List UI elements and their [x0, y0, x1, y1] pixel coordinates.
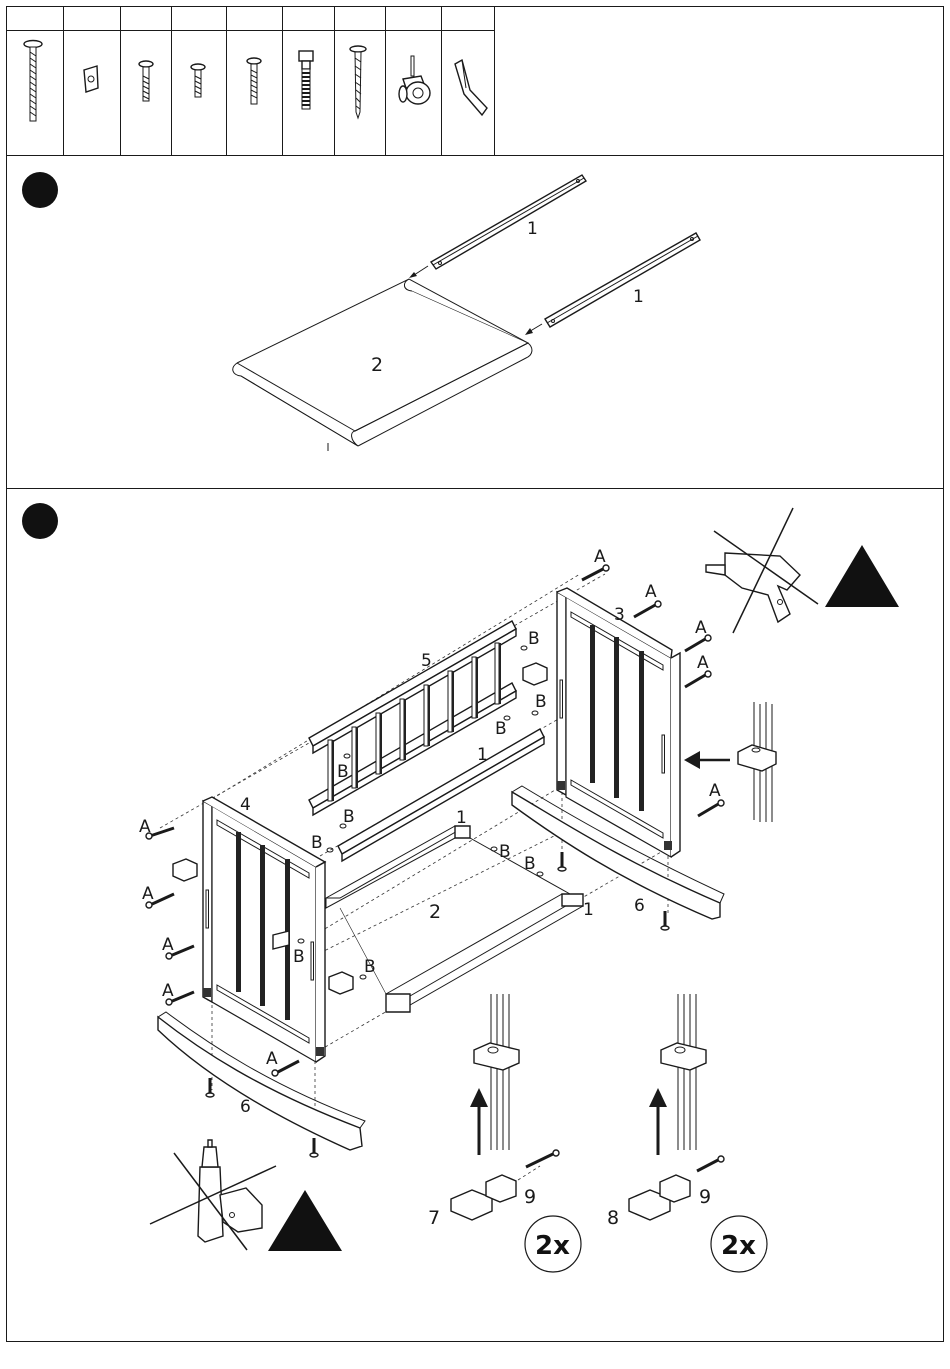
quantity-right-text: 2x: [721, 1231, 756, 1261]
quantity-left-text: 2x: [535, 1231, 570, 1261]
bolt-icon: [247, 58, 261, 104]
label-a-1: A: [594, 547, 606, 567]
medium-bolt-icon: [139, 61, 153, 101]
stopper-right-label: 8: [607, 1207, 619, 1229]
base-label: 2: [429, 901, 441, 923]
end-panel-left-label: 4: [240, 795, 251, 815]
top-rail-panel: [309, 621, 516, 815]
end-panel-right: [557, 588, 680, 857]
stopper-detail-left: [451, 994, 559, 1220]
rail-bottom: [525, 233, 700, 335]
lower-rail-label: 1: [477, 745, 488, 765]
rail-bottom-label: 1: [633, 287, 644, 307]
label-a-9: A: [162, 981, 174, 1001]
screw-label-right: 9: [699, 1186, 711, 1208]
end-panel-right-label: 3: [614, 605, 625, 625]
warning-triangle-icon-bottom: [268, 1190, 342, 1251]
label-a-8: A: [162, 935, 174, 955]
allen-key-icon: [455, 60, 487, 115]
long-bolt-icon: [24, 41, 42, 122]
label-a-6: A: [139, 817, 151, 837]
step-1-badge: [22, 172, 58, 208]
label-b-9: B: [293, 947, 305, 967]
parts-table: [6, 6, 495, 155]
base-board-label: 2: [371, 354, 383, 376]
base-rail-label-2: 1: [583, 900, 594, 920]
label-a-5: A: [709, 781, 721, 801]
wing-bolt-icon: [299, 51, 313, 109]
no-power-drill-icon: [706, 508, 818, 633]
no-glue-icon: [150, 1140, 276, 1250]
barrel-nut-icon: [84, 66, 98, 92]
base-assembly: [326, 826, 583, 1012]
warning-triangle-icon: [825, 545, 899, 607]
label-b-4: B: [337, 762, 349, 782]
label-b-2: B: [535, 692, 547, 712]
short-bolt-icon: [191, 64, 205, 97]
long-screw-icon: [350, 46, 366, 118]
stopper-left-label: 7: [428, 1207, 440, 1229]
label-b-10: B: [364, 957, 376, 977]
rocker-right-label: 6: [634, 896, 645, 916]
bracket-detail-right: [684, 702, 776, 822]
label-a-2: A: [645, 582, 657, 602]
label-b-7: B: [499, 842, 511, 862]
label-b-5: B: [343, 807, 355, 827]
step-2-badge: [22, 503, 58, 539]
label-b-8: B: [524, 854, 536, 874]
top-rail-label: 5: [421, 651, 432, 671]
label-a-10: A: [266, 1049, 278, 1069]
label-a-3: A: [695, 618, 707, 638]
base-rail-label-1: 1: [456, 808, 467, 828]
end-panel-left: [203, 797, 325, 1062]
screw-label-left: 9: [524, 1186, 536, 1208]
caster-wheel-icon: [399, 56, 430, 104]
rail-top: [409, 175, 586, 278]
label-b-1: B: [528, 629, 540, 649]
rocker-left-label: 6: [240, 1097, 251, 1117]
rail-top-label: 1: [527, 219, 538, 239]
step-1-diagram: 1 1 2: [233, 175, 700, 451]
label-b-6: B: [311, 833, 323, 853]
label-a-4: A: [697, 653, 709, 673]
rocker-left: [158, 1012, 365, 1150]
label-b-3: B: [495, 719, 507, 739]
label-a-7: A: [142, 884, 154, 904]
